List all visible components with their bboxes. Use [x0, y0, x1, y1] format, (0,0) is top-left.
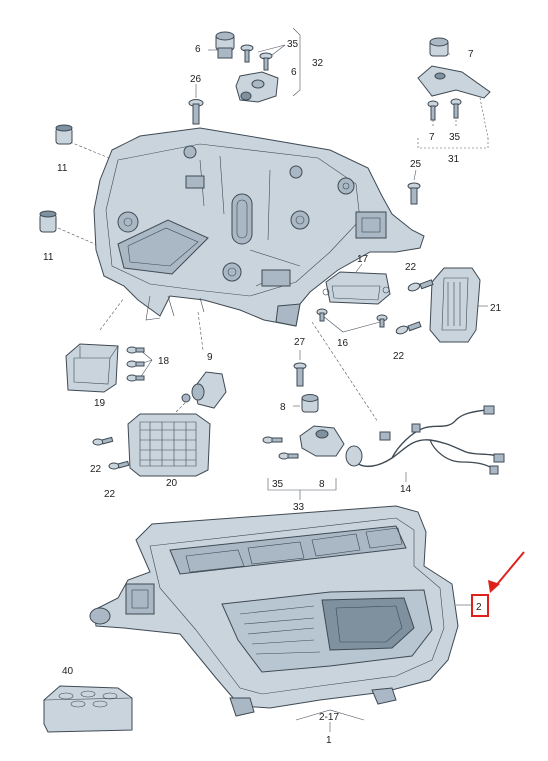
part-14-wiring-harness: [345, 405, 505, 475]
callout-17: 17: [357, 254, 369, 265]
part-25-screw: [407, 182, 421, 205]
callout-20: 20: [166, 478, 178, 489]
callout-32: 32: [312, 58, 324, 69]
part-16-screws: [316, 308, 388, 328]
part-11-plug-upper: [55, 124, 73, 145]
part-27-screw: [293, 362, 307, 387]
part-31-bracket: [417, 65, 491, 99]
callout-35: 35: [449, 132, 461, 143]
part-26-screw: [188, 99, 204, 125]
callout-6: 6: [195, 44, 201, 55]
part-6-bracket-mount: [235, 71, 279, 103]
callout-2: 2: [476, 602, 482, 613]
callout-22: 22: [90, 464, 102, 475]
part-22-screws-left: [92, 436, 130, 470]
part-35-screw-pair: [240, 44, 273, 71]
callout-25: 25: [410, 159, 422, 170]
part-22-screws-right: [395, 279, 434, 335]
callout-40: 40: [62, 666, 74, 677]
callout-22: 22: [405, 262, 417, 273]
callout-35: 35: [287, 39, 299, 50]
callout-11: 11: [43, 252, 54, 263]
highlight-arrow: [488, 551, 525, 593]
callout-8: 8: [319, 479, 325, 490]
highlight-box-part-2: [471, 594, 489, 617]
part-21-access-cover: [429, 267, 481, 343]
callout-22: 22: [104, 489, 116, 500]
part-7-and-35-screws: [427, 98, 462, 121]
callout-19: 19: [94, 398, 106, 409]
callout-9: 9: [207, 352, 213, 363]
callout-1: 1: [326, 735, 332, 746]
part-19-ballast-module: [65, 343, 119, 393]
callout-16: 16: [337, 338, 349, 349]
part-35-screws-lower: [262, 436, 299, 460]
part-40-repair-kit: [43, 685, 133, 733]
part-17-control-module: [322, 271, 391, 305]
callout-26: 26: [190, 74, 202, 85]
part-8-nut-mid: [301, 394, 319, 413]
callout-7: 7: [468, 49, 474, 60]
part-6-nut-top: [215, 31, 235, 59]
callout-labels: 6 35 6 32 26 7 7 35 31 11 11 25 17 22 21…: [43, 39, 502, 746]
part-9-adjust-motor: [181, 371, 227, 409]
part-11-plug-lower: [39, 210, 57, 233]
leader-lines: [57, 27, 489, 732]
callout-35: 35: [272, 479, 284, 490]
part-20-cover: [127, 413, 211, 477]
callout-27: 27: [294, 337, 306, 348]
callout-11: 11: [57, 163, 68, 174]
part-18-screws: [126, 346, 145, 382]
callout-6: 6: [291, 67, 297, 78]
callout-31: 31: [448, 154, 460, 165]
callout-2-17: 2-17: [319, 712, 339, 723]
part-8-bracket-lower: [299, 425, 345, 457]
callout-21: 21: [490, 303, 502, 314]
part-7-nut: [429, 37, 449, 57]
part-2-headlight-front: [89, 505, 459, 717]
callout-8: 8: [280, 402, 286, 413]
callout-7: 7: [429, 132, 435, 143]
callout-22: 22: [393, 351, 405, 362]
headlight-housing-rear: [93, 127, 425, 327]
callout-14: 14: [400, 484, 412, 495]
callout-33: 33: [293, 502, 305, 513]
callout-18: 18: [158, 356, 170, 367]
